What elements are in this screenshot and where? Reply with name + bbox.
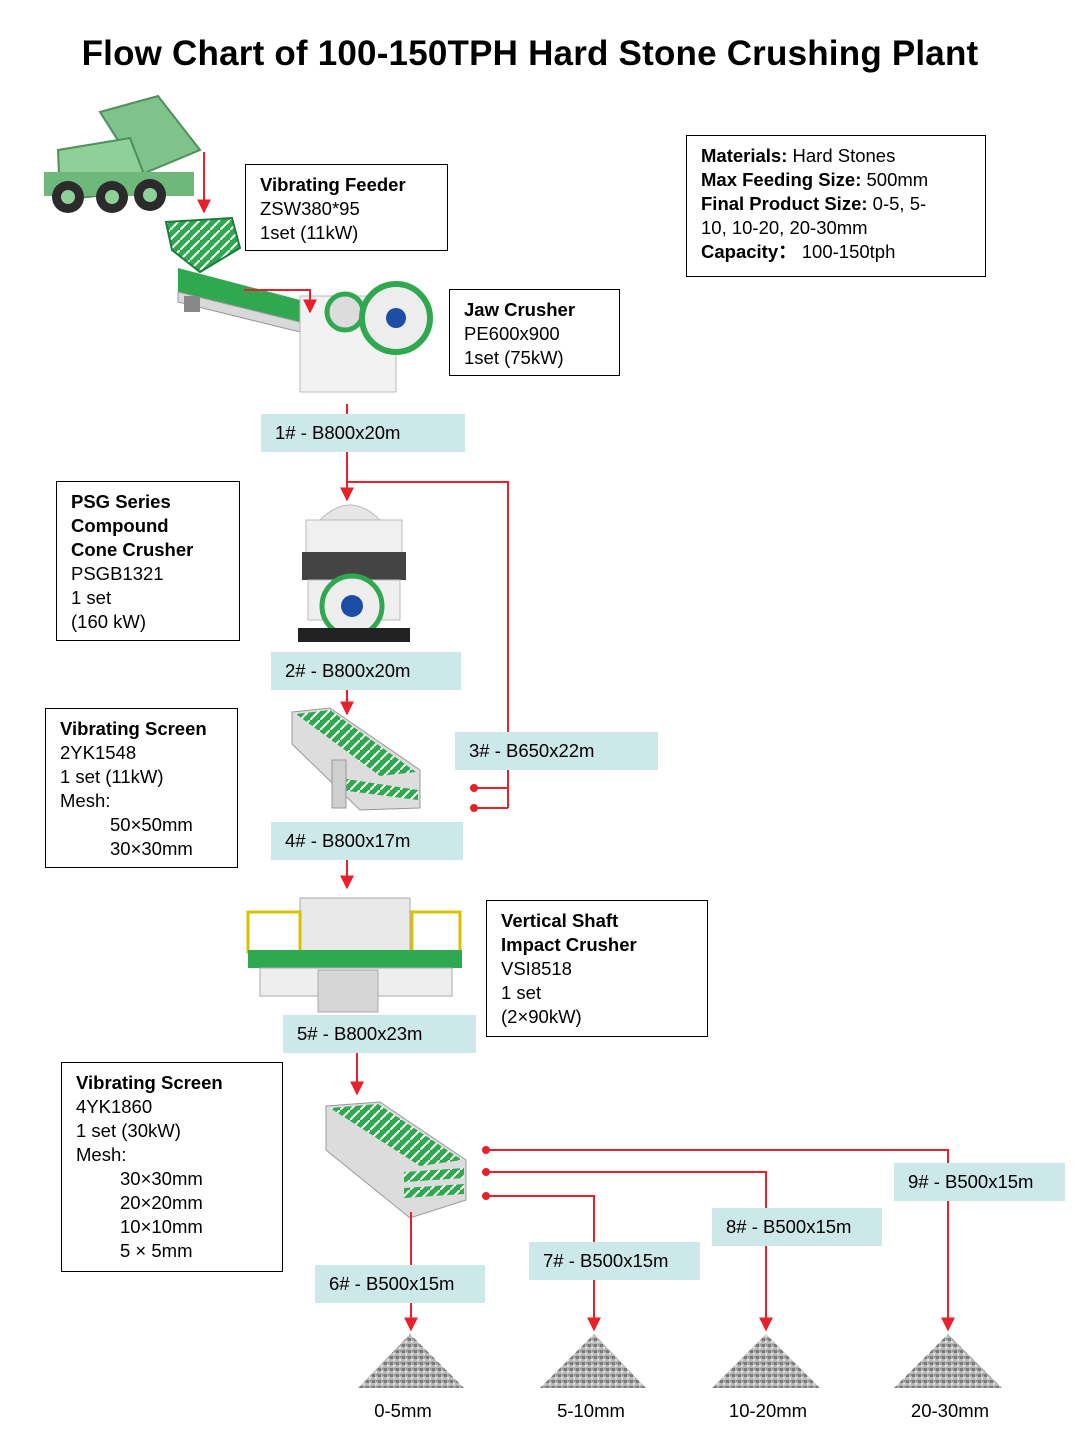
final-size-value-1: 0-5, 5- xyxy=(867,193,927,214)
screen-1-spec: 1 set (11kW) xyxy=(60,766,164,787)
jaw-crusher-icon xyxy=(299,281,433,393)
product-label-20-30: 20-30mm xyxy=(910,1400,990,1421)
cone-spec-2: (160 kW) xyxy=(71,611,147,632)
page-title: Flow Chart of 100-150TPH Hard Stone Crus… xyxy=(81,34,979,73)
belt-4-label: 4# - B800x17m xyxy=(271,822,463,860)
belt-3-label: 3# - B650x22m xyxy=(455,732,658,770)
screen-2-mesh-4: 5 × 5mm xyxy=(120,1240,193,1261)
vibrating-feeder-icon xyxy=(164,216,301,333)
belt-6-label: 6# - B500x15m xyxy=(315,1265,485,1303)
vsi-name-1: Vertical Shaft xyxy=(501,910,619,931)
vsi-crusher-icon xyxy=(246,897,462,1013)
feeder-model: ZSW380*95 xyxy=(260,198,360,219)
vsi-model: VSI8518 xyxy=(501,958,572,979)
feeder-spec: 1set (11kW) xyxy=(260,222,359,243)
screen-1-name: Vibrating Screen xyxy=(60,718,207,739)
capacity-label: Capacity： xyxy=(701,241,797,262)
belt-2-label: 2# - B800x20m xyxy=(271,652,461,690)
cone-model: PSGB1321 xyxy=(71,563,164,584)
belt-7-label: 7# - B500x15m xyxy=(529,1242,700,1280)
jaw-crusher-box: Jaw Crusher PE600x900 1set (75kW) xyxy=(449,289,620,376)
pile-10-20-icon xyxy=(712,1334,820,1388)
product-label-0-5: 0-5mm xyxy=(374,1400,432,1421)
cone-name-3: Cone Crusher xyxy=(71,539,194,560)
pile-0-5-icon xyxy=(358,1334,464,1388)
screen-2-name: Vibrating Screen xyxy=(76,1072,223,1093)
screen-1-box: Vibrating Screen 2YK1548 1 set (11kW) Me… xyxy=(45,708,238,868)
feeder-box: Vibrating Feeder ZSW380*95 1set (11kW) xyxy=(245,164,448,251)
screen-1-model: 2YK1548 xyxy=(60,742,137,763)
final-size-label: Final Product Size: xyxy=(701,193,868,214)
vibrating-screen-1-icon xyxy=(291,707,421,811)
belt-5-label: 5# - B800x23m xyxy=(283,1015,476,1053)
materials-label: Materials: xyxy=(701,145,788,166)
pile-20-30-icon xyxy=(894,1334,1002,1388)
jaw-name: Jaw Crusher xyxy=(464,299,576,320)
screen-1-mesh-1: 50×50mm xyxy=(110,814,193,835)
vsi-name-2: Impact Crusher xyxy=(501,934,637,955)
product-label-10-20: 10-20mm xyxy=(728,1400,808,1421)
capacity-value: 100-150tph xyxy=(796,241,896,262)
product-piles xyxy=(358,1334,1002,1388)
jaw-spec: 1set (75kW) xyxy=(464,347,564,368)
product-label-5-10: 5-10mm xyxy=(557,1400,625,1421)
screen-2-mesh-2: 20×20mm xyxy=(120,1192,203,1213)
pile-5-10-icon xyxy=(540,1334,646,1388)
vsi-box: Vertical Shaft Impact Crusher VSI8518 1 … xyxy=(486,900,708,1037)
vsi-spec-2: (2×90kW) xyxy=(501,1006,582,1027)
vsi-spec-1: 1 set xyxy=(501,982,542,1003)
cone-crusher-box: PSG Series Compound Cone Crusher PSGB132… xyxy=(56,481,240,641)
cone-name-2: Compound xyxy=(71,515,169,536)
screen-2-mesh-label: Mesh: xyxy=(76,1144,127,1165)
materials-value: Hard Stones xyxy=(787,145,896,166)
jaw-model: PE600x900 xyxy=(464,323,560,344)
cone-name-1: PSG Series xyxy=(71,491,171,512)
flow-nodes xyxy=(470,784,490,1200)
cone-spec-1: 1 set xyxy=(71,587,112,608)
max-feed-label: Max Feeding Size: xyxy=(701,169,862,190)
screen-2-mesh-1: 30×30mm xyxy=(120,1168,203,1189)
vibrating-screen-2-icon xyxy=(325,1101,467,1219)
info-box: Materials: Hard Stones Max Feeding Size:… xyxy=(686,135,986,277)
flow-lines xyxy=(197,152,955,1332)
dump-truck-icon xyxy=(44,94,202,213)
screen-2-mesh-3: 10×10mm xyxy=(120,1216,203,1237)
screen-1-mesh-label: Mesh: xyxy=(60,790,111,811)
final-size-value-2: 10, 10-20, 20-30mm xyxy=(701,217,868,238)
belt-1-label: 1# - B800x20m xyxy=(261,414,465,452)
max-feed-value: 500mm xyxy=(861,169,929,190)
cone-crusher-icon xyxy=(298,504,410,642)
belt-9-label: 9# - B500x15m xyxy=(894,1163,1065,1201)
feeder-name: Vibrating Feeder xyxy=(260,174,406,195)
belt-8-label: 8# - B500x15m xyxy=(712,1208,882,1246)
screen-2-box: Vibrating Screen 4YK1860 1 set (30kW) Me… xyxy=(61,1062,283,1272)
screen-2-model: 4YK1860 xyxy=(76,1096,153,1117)
screen-1-mesh-2: 30×30mm xyxy=(110,838,193,859)
screen-2-spec: 1 set (30kW) xyxy=(76,1120,181,1141)
